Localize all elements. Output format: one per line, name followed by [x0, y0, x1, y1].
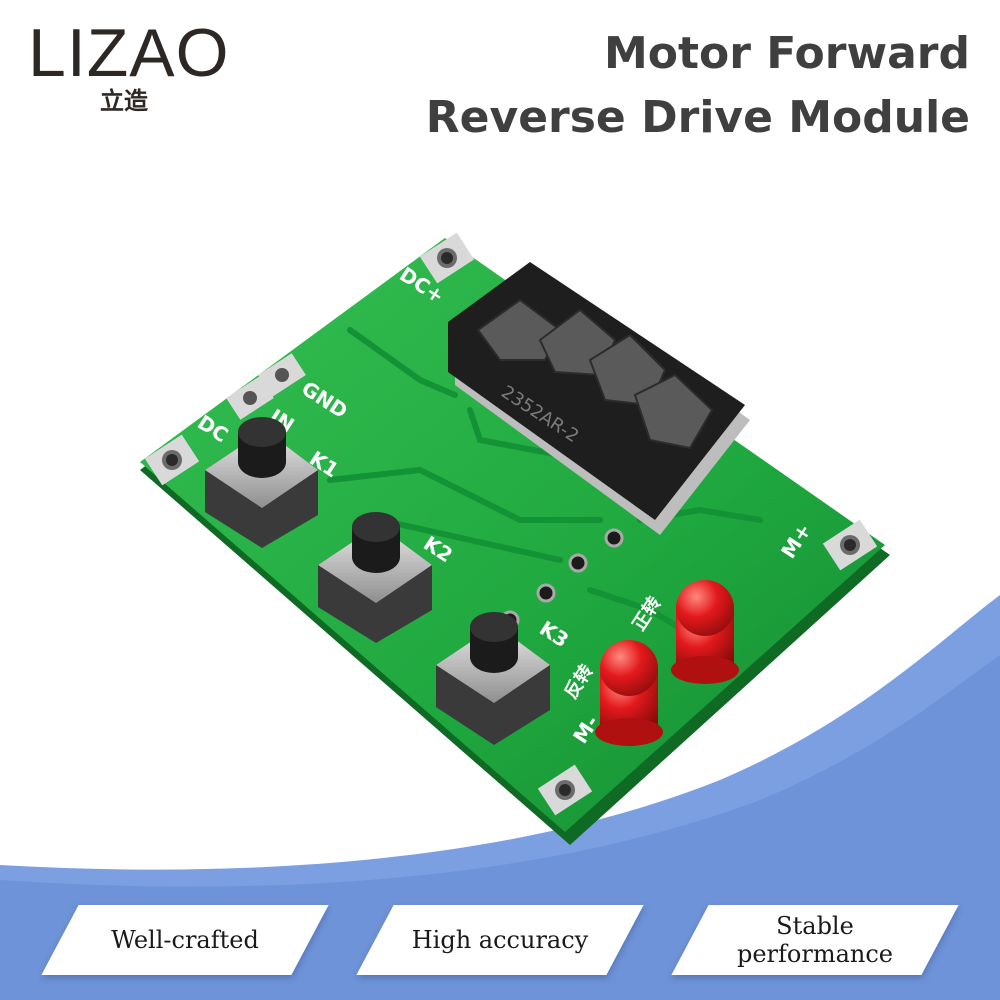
input-pads	[226, 353, 306, 420]
brand-logo: LIZAO 立造	[28, 15, 230, 115]
feature-badge-3: Stable performance	[671, 905, 959, 975]
brand-name: LIZAO	[28, 15, 230, 91]
feature-badge-2: High accuracy	[356, 905, 644, 975]
via-2	[536, 583, 556, 603]
seven-segment-display: 2352AR-2	[448, 262, 750, 535]
via-4	[604, 528, 624, 548]
hole-left	[144, 434, 200, 486]
title-line-2: Reverse Drive Module	[425, 92, 970, 143]
hole-top	[419, 232, 475, 284]
button-k1	[205, 417, 318, 548]
feature-label-3: Stable performance	[736, 912, 893, 968]
page-title: Motor Forward Reverse Drive Module	[426, 22, 970, 150]
brand-subtitle: 立造	[100, 87, 148, 115]
trace-2	[377, 517, 563, 563]
hole-right	[822, 519, 878, 571]
display-digits	[476, 298, 714, 450]
hole-bottom	[537, 764, 593, 816]
button-k3	[436, 612, 550, 745]
led-forward	[671, 580, 739, 684]
mounting-holes	[144, 232, 878, 816]
feature-label-2: High accuracy	[411, 926, 589, 954]
button-k2	[318, 512, 432, 643]
feature-label-1: Well-crafted	[111, 926, 259, 954]
trace-1	[327, 466, 603, 523]
led-reverse	[595, 640, 663, 746]
via-1	[568, 553, 588, 573]
feature-badges: Well-crafted High accuracy Stable perfor…	[0, 905, 1000, 985]
trace-4	[347, 327, 458, 398]
title-line-1: Motor Forward	[603, 28, 970, 79]
feature-badge-1: Well-crafted	[41, 905, 329, 975]
digit-4	[633, 373, 714, 450]
